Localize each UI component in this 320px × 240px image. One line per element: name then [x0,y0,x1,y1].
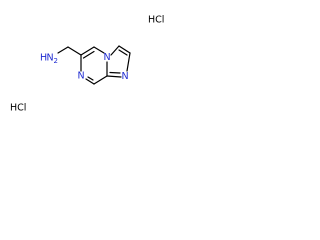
bond-c3-c2-double [118,49,128,56]
hcl-top-label: HCl [148,15,164,26]
bond-n4-c3 [110,45,120,56]
bond-c2-n1 [126,52,131,72]
pyrazine-n-label: N [78,71,85,82]
amine-h-label: H [40,53,47,64]
amine-group-label: H N 2 [40,53,58,66]
bond-c3-c2 [118,45,131,54]
bridgehead-n-label: N [104,52,111,63]
bond-c8a-c8 [93,75,108,85]
bond-c8-n7 [85,78,95,85]
bond-c6-c5-double [82,50,95,59]
bond-n1-c8a-double [109,71,121,74]
bond-c6-c5 [80,46,95,56]
bond-n-ch2 [57,46,69,54]
amine-n-label: N [47,53,54,64]
bond-c5-n4 [93,46,105,54]
chemical-structure-drawing: HCl HCl H N 2 N N N [10,15,164,114]
imidazole-n-label: N [122,71,129,82]
hcl-bottom-label: HCl [10,103,26,114]
bond-lines [57,45,131,85]
bond-c8-n7-double [87,76,94,81]
amine-subscript-2: 2 [54,57,58,65]
bond-ch2-c6 [67,46,82,56]
bond-n1-c8a [106,75,122,78]
